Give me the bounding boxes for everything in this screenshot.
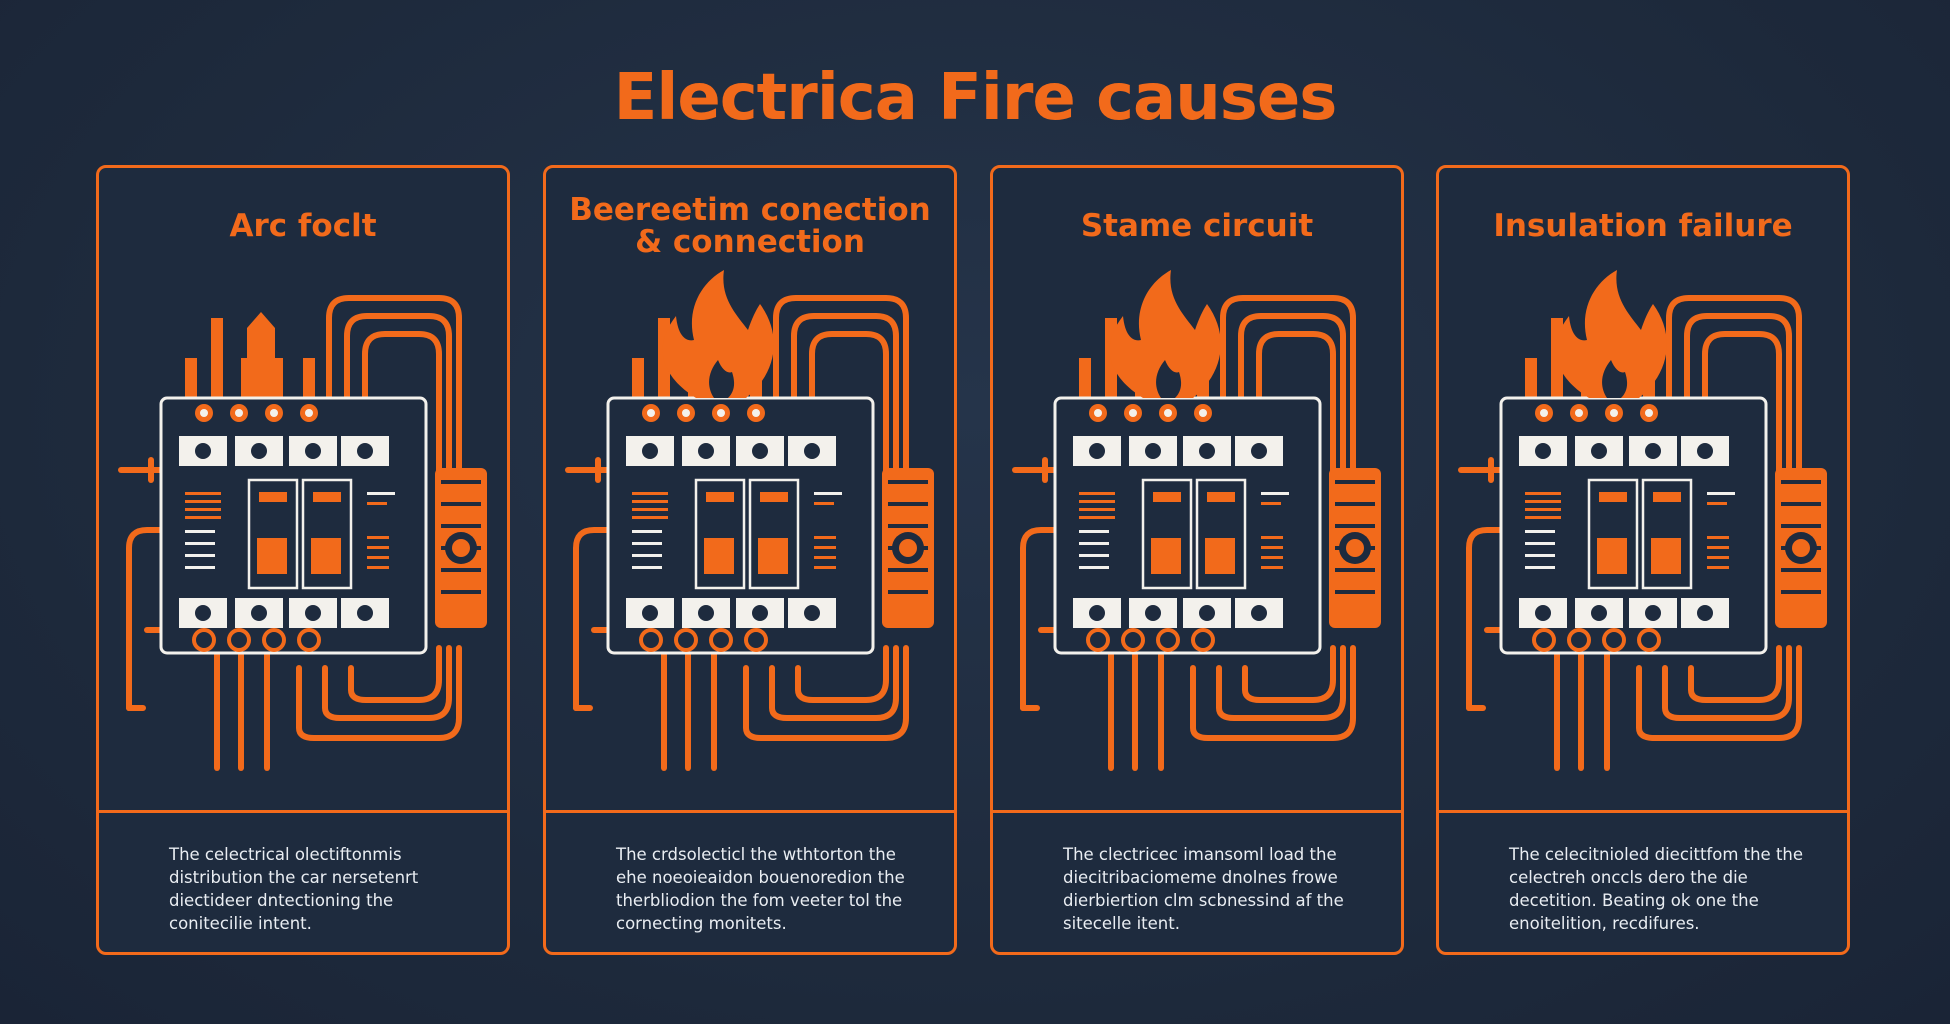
fuse-block <box>882 468 934 628</box>
card-divider <box>1439 810 1847 813</box>
card-title: Insulation failure <box>1493 208 1793 244</box>
cause-card: Stame circuit The clectricec imansoml lo… <box>990 165 1404 955</box>
card-title: Stame circuit <box>1080 208 1314 244</box>
fuse-block <box>1775 468 1827 628</box>
card-description: The crdsolecticl the wthtorton the ehe n… <box>616 845 905 933</box>
page-title: Electrica Fire causes <box>613 61 1338 135</box>
breaker-panel-svg <box>118 295 487 771</box>
breaker-panel-svg <box>1458 270 1827 771</box>
flame-icon <box>1109 270 1221 398</box>
breaker-panel-illustration <box>1439 248 1847 808</box>
card-title: Arc foclt <box>229 208 377 244</box>
card-description: The clectricec imansoml load the diecitr… <box>1063 845 1344 933</box>
card-divider <box>99 810 507 813</box>
card-divider <box>993 810 1401 813</box>
breaker-panel-svg <box>565 270 934 771</box>
card-description: The celectrical olectiftonmis distributi… <box>169 845 419 933</box>
cause-card: Arc foclt The celectrical olectiftonmis … <box>96 165 510 955</box>
breaker-panel <box>1499 396 1768 655</box>
breaker-panel <box>606 396 875 655</box>
flame-icon <box>1555 270 1667 398</box>
breaker-panel <box>159 396 428 655</box>
card-title: Beereetim conection & connection <box>569 192 931 260</box>
breaker-panel-svg <box>1012 270 1381 771</box>
flame-icon <box>662 270 774 398</box>
cause-card: Beereetim conection & connection The crd… <box>543 165 957 955</box>
wiring <box>1458 295 1802 771</box>
wiring <box>1012 295 1356 771</box>
card-divider <box>546 810 954 813</box>
cause-card: Insulation failure The celecitnioled die… <box>1436 165 1850 955</box>
fuse-block <box>1329 468 1381 628</box>
breaker-panel-illustration <box>546 248 954 808</box>
breaker-panel-illustration <box>993 248 1401 808</box>
wiring <box>565 295 909 771</box>
fuse-block <box>435 468 487 628</box>
breaker-panel <box>1053 396 1322 655</box>
breaker-panel-illustration <box>99 248 507 808</box>
card-description: The celecitnioled diecittfom the the cel… <box>1509 845 1804 933</box>
wiring <box>118 295 462 771</box>
